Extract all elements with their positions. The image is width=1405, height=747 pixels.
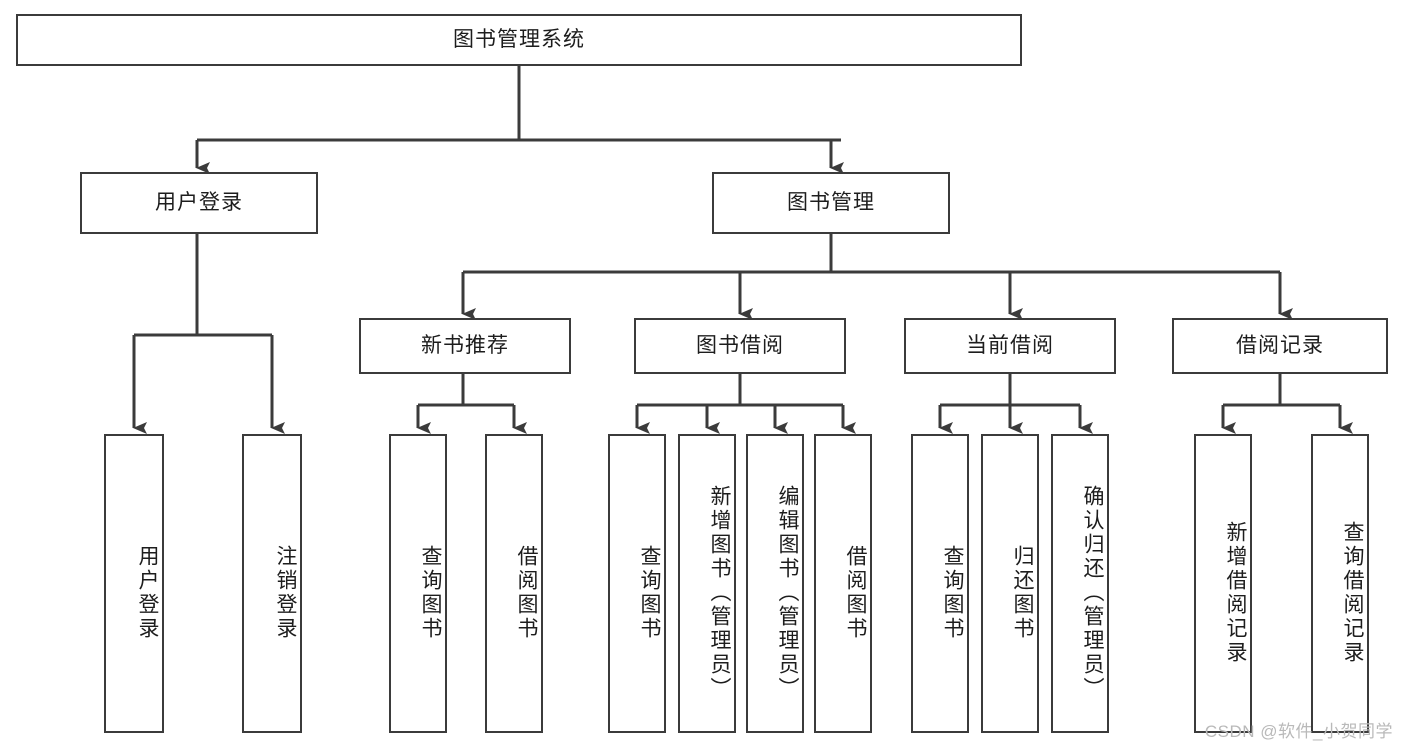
node-book-borrow[interactable]: 图书借阅 (634, 318, 846, 374)
watermark-text: CSDN @软件_小贺同学 (1204, 722, 1393, 741)
node-borrow-records[interactable]: 借阅记录 (1172, 318, 1388, 374)
leaf-query-book-recommend[interactable]: 查询图书 (389, 434, 447, 733)
leaf-add-borrow-record[interactable]: 新增借阅记录 (1194, 434, 1252, 733)
leaf-query-book-borrow[interactable]: 查询图书 (608, 434, 666, 733)
leaf-confirm-return-admin[interactable]: 确认归还（管理员） (1051, 434, 1109, 733)
node-current-borrow[interactable]: 当前借阅 (904, 318, 1116, 374)
leaf-query-borrow-record[interactable]: 查询借阅记录 (1311, 434, 1369, 733)
leaf-logout[interactable]: 注销登录 (242, 434, 302, 733)
leaf-edit-book-admin[interactable]: 编辑图书（管理员） (746, 434, 804, 733)
node-new-book-recommend[interactable]: 新书推荐 (359, 318, 571, 374)
node-book-management[interactable]: 图书管理 (712, 172, 950, 234)
leaf-query-book-current[interactable]: 查询图书 (911, 434, 969, 733)
leaf-add-book-admin[interactable]: 新增图书（管理员） (678, 434, 736, 733)
node-root-book-management-system[interactable]: 图书管理系统 (16, 14, 1022, 66)
leaf-borrow-book[interactable]: 借阅图书 (814, 434, 872, 733)
leaf-user-login[interactable]: 用户登录 (104, 434, 164, 733)
leaf-borrow-book-recommend[interactable]: 借阅图书 (485, 434, 543, 733)
node-user-login[interactable]: 用户登录 (80, 172, 318, 234)
leaf-return-book[interactable]: 归还图书 (981, 434, 1039, 733)
